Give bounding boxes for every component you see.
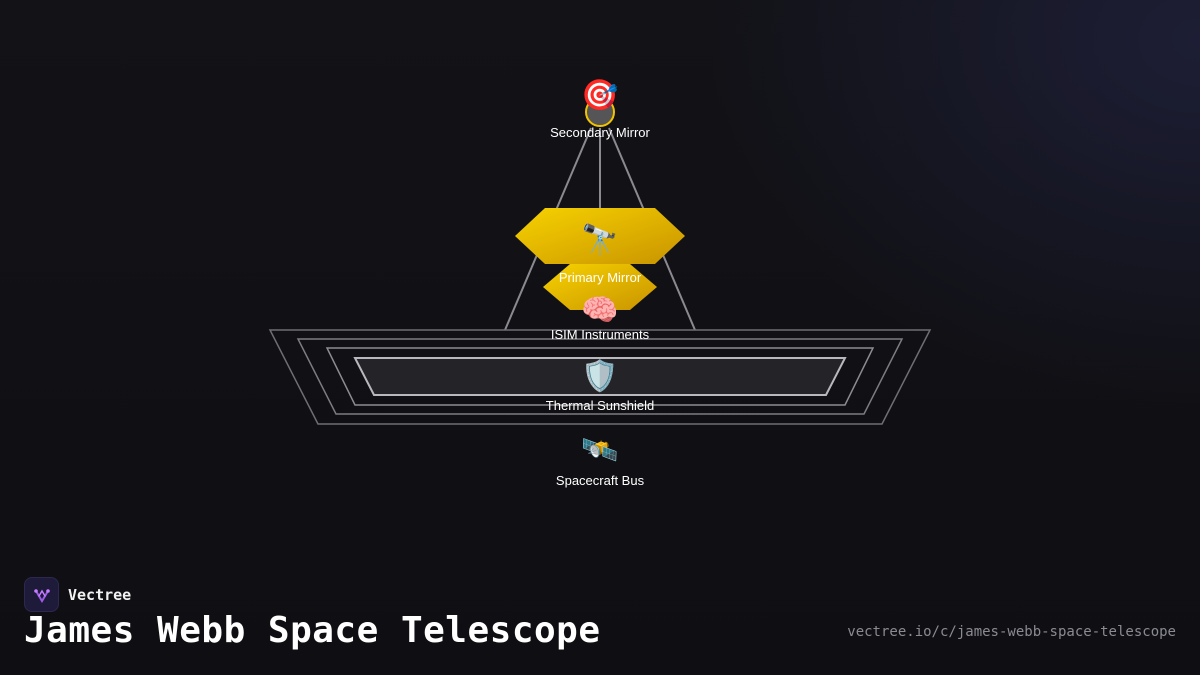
primary-mirror[interactable]: 🔭 Primary Mirror [515, 208, 685, 310]
secondary-mirror-label: Secondary Mirror [550, 125, 650, 140]
secondary-mirror[interactable]: 🎯 Secondary Mirror [550, 78, 650, 140]
thermal-sunshield[interactable]: 🛡️ Thermal Sunshield [546, 358, 654, 413]
brand[interactable]: Vectree [24, 577, 131, 612]
satellite-icon: 🛰️ [581, 433, 618, 468]
brain-icon: 🧠 [581, 293, 618, 328]
page-url[interactable]: vectree.io/c/james-webb-space-telescope [847, 624, 1176, 640]
vectree-logo-icon [24, 577, 59, 612]
thermal-sunshield-label: Thermal Sunshield [546, 398, 654, 413]
primary-mirror-label: Primary Mirror [559, 270, 642, 285]
isim-instruments-label: ISIM Instruments [551, 327, 650, 342]
page-title: James Webb Space Telescope [24, 610, 601, 651]
sunshield-layers [268, 329, 932, 425]
isim-instruments[interactable]: 🧠 ISIM Instruments [551, 293, 650, 342]
shield-icon: 🛡️ [581, 358, 618, 394]
telescope-icon: 🔭 [581, 222, 618, 258]
brand-name: Vectree [68, 585, 132, 604]
spacecraft-bus[interactable]: 🛰️ Spacecraft Bus [556, 433, 645, 488]
spacecraft-bus-label: Spacecraft Bus [556, 473, 645, 488]
target-icon: 🎯 [581, 78, 618, 113]
